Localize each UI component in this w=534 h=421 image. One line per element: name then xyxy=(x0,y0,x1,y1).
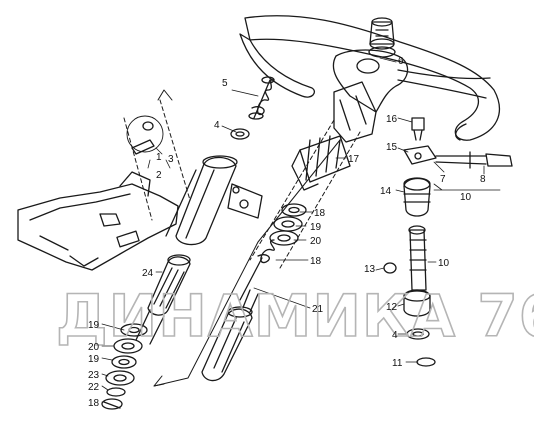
spring-lower xyxy=(239,239,275,301)
callout-24: 24 xyxy=(142,268,154,279)
callout-10: 10 xyxy=(438,258,450,269)
callout-22: 22 xyxy=(88,382,100,393)
callout-19-b: 19 xyxy=(88,320,100,331)
callout-15: 15 xyxy=(386,142,398,153)
watermark-text: ДИНАМИКА 76 xyxy=(56,282,534,350)
callout-5: 5 xyxy=(222,78,228,89)
callout-1: 1 xyxy=(156,152,162,163)
callout-12: 12 xyxy=(386,302,398,313)
callout-10-top: 10 xyxy=(460,192,472,203)
callout-20-a: 20 xyxy=(310,236,322,247)
callout-labels: 6 5 4 17 16 15 7 8 10 14 10 13 12 4 11 1… xyxy=(88,56,486,409)
lower-shaft xyxy=(201,289,259,382)
callout-18-a: 18 xyxy=(314,208,326,219)
callout-7: 7 xyxy=(440,174,446,185)
callout-17: 17 xyxy=(348,154,360,165)
callout-14: 14 xyxy=(380,186,392,197)
callout-2: 2 xyxy=(156,170,162,181)
callout-4-bottom: 4 xyxy=(392,330,398,341)
column-tube xyxy=(165,155,263,246)
callout-23: 23 xyxy=(88,370,100,381)
callout-21: 21 xyxy=(312,304,324,315)
washer-top xyxy=(230,128,250,140)
column-upper-housing xyxy=(291,81,377,191)
splined-shaft xyxy=(135,254,191,345)
mounting-bracket xyxy=(17,171,179,271)
callout-18-c: 18 xyxy=(88,398,100,409)
callout-8: 8 xyxy=(480,174,486,185)
callout-4-top: 4 xyxy=(214,120,220,131)
switch-assembly xyxy=(403,117,513,169)
callout-18-b: 18 xyxy=(310,256,322,267)
callout-19-c: 19 xyxy=(88,354,100,365)
horn-button xyxy=(368,17,396,58)
callout-11: 11 xyxy=(392,358,403,369)
washers-lower xyxy=(101,323,148,410)
steering-wheel xyxy=(239,15,500,141)
bolt-assembly xyxy=(126,115,164,155)
washers-upper xyxy=(269,203,307,246)
hidden-lines xyxy=(123,99,361,269)
callout-3: 3 xyxy=(168,154,174,165)
spring xyxy=(248,76,275,120)
callout-20-b: 20 xyxy=(88,342,100,353)
callout-6: 6 xyxy=(398,56,404,67)
leader-lines xyxy=(101,57,501,403)
callout-13: 13 xyxy=(364,264,376,275)
callout-16: 16 xyxy=(386,114,398,125)
assembly-lines xyxy=(153,89,341,387)
callout-19-a: 19 xyxy=(310,222,322,233)
